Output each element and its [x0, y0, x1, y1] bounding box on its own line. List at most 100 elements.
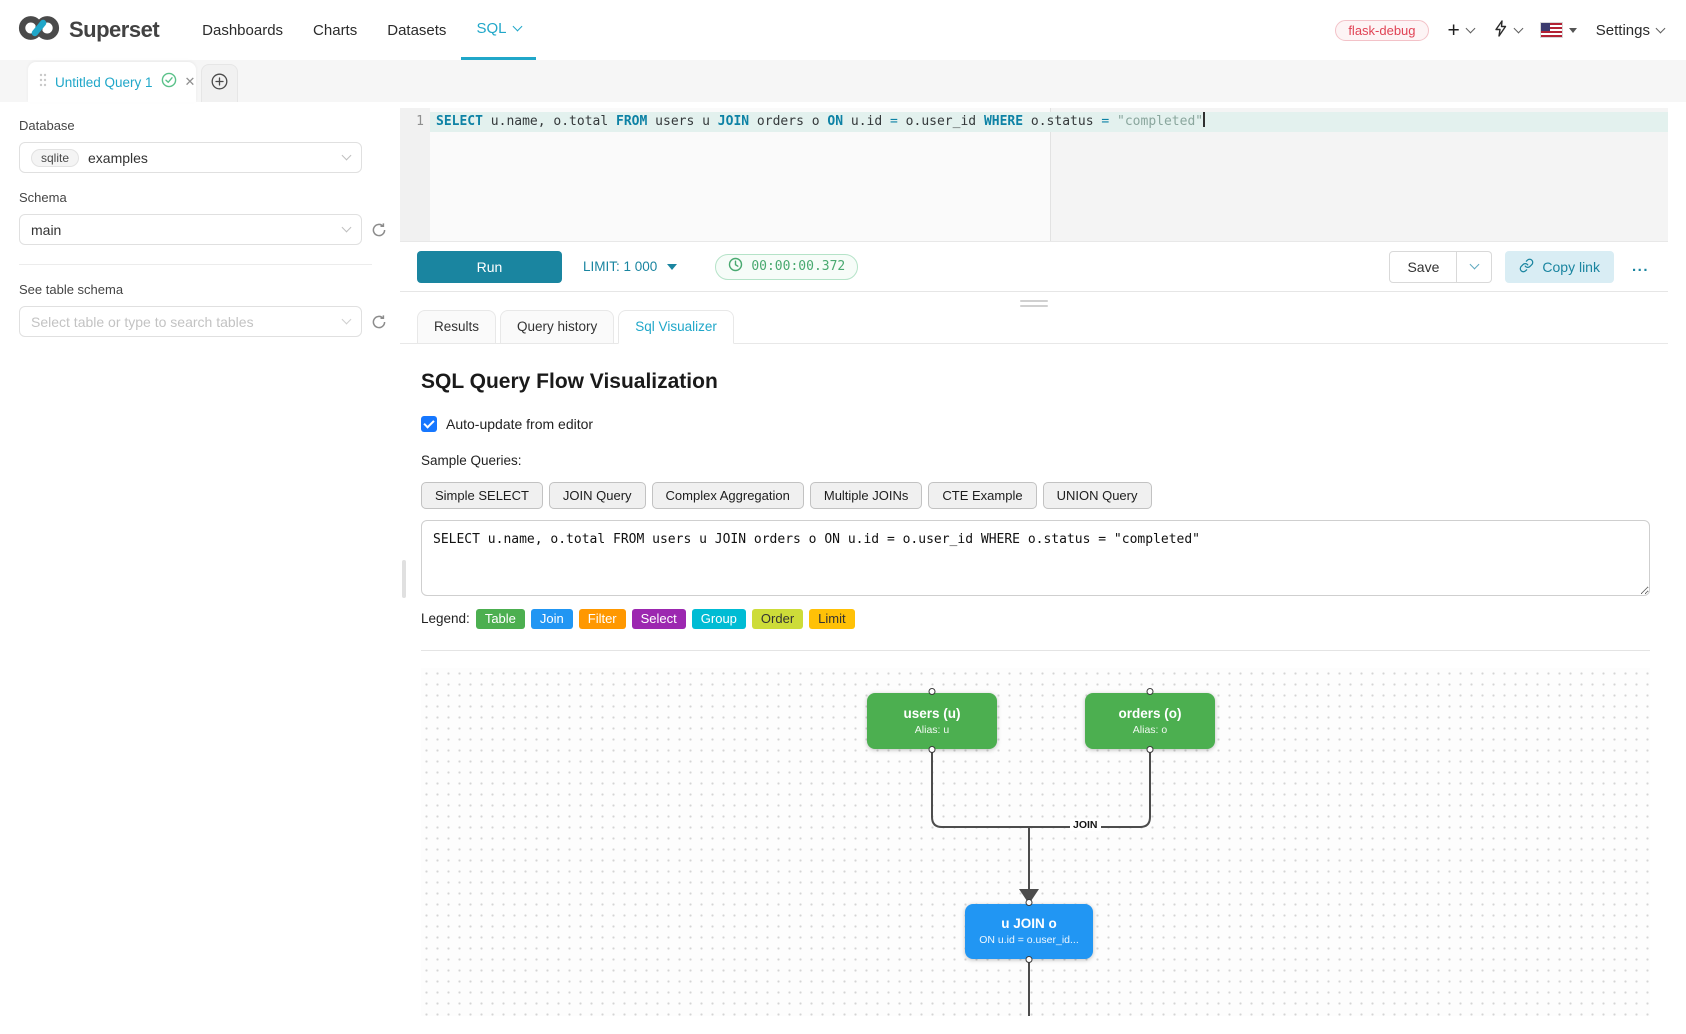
- chevron-down-icon: [341, 314, 352, 325]
- language-picker[interactable]: [1539, 22, 1577, 38]
- tab-results[interactable]: Results: [417, 310, 497, 344]
- schema-select[interactable]: main: [19, 214, 362, 245]
- brand-title: Superset: [69, 17, 160, 42]
- node-handle[interactable]: [928, 746, 936, 753]
- sample-union-query-button[interactable]: UNION Query: [1042, 481, 1152, 509]
- limit-label: LIMIT:: [583, 259, 620, 274]
- refresh-schemas-button[interactable]: [371, 222, 387, 238]
- superset-infinity-icon: [18, 13, 60, 48]
- chevron-down-icon: [341, 150, 352, 161]
- superset-logo[interactable]: Superset: [18, 0, 160, 60]
- nav-sql[interactable]: SQL: [461, 0, 537, 60]
- refresh-tables-button[interactable]: [371, 314, 387, 330]
- sample-cte-example-button[interactable]: CTE Example: [928, 481, 1037, 509]
- edge-label-join: JOIN: [1070, 818, 1101, 831]
- sql-token: o.user_id: [897, 114, 984, 129]
- save-button[interactable]: Save: [1389, 250, 1458, 283]
- tab-drag-handle-icon: [39, 73, 47, 92]
- database-select[interactable]: sqlite examples: [19, 142, 362, 173]
- tab-sql-visualizer[interactable]: Sql Visualizer: [618, 310, 734, 344]
- table-select[interactable]: Select table or type to search tables: [19, 306, 362, 337]
- plus-icon: +: [1447, 18, 1460, 42]
- limit-dropdown[interactable]: LIMIT: 1 000: [583, 259, 678, 274]
- copy-link-button[interactable]: Copy link: [1505, 250, 1614, 283]
- us-flag-icon: [1539, 22, 1563, 38]
- sql-token: u.id: [843, 114, 891, 129]
- sample-query-buttons: Simple SELECT JOIN Query Complex Aggrega…: [421, 481, 1650, 509]
- settings-menu[interactable]: Settings: [1596, 22, 1666, 39]
- sql-token: SELECT: [436, 114, 483, 129]
- results-tabs: Results Query history Sql Visualizer: [400, 310, 1668, 344]
- flow-node-orders[interactable]: orders (o) Alias: o: [1085, 688, 1215, 753]
- node-title: users (u): [903, 705, 961, 721]
- main-menu: Dashboards Charts Datasets SQL: [187, 0, 537, 60]
- navbar-left: Superset Dashboards Charts Datasets SQL: [18, 0, 537, 60]
- pane-drag-handle[interactable]: [1020, 300, 1048, 307]
- toolbar-right: Save Copy link ...: [1389, 250, 1654, 283]
- legend-limit-badge: Limit: [809, 608, 855, 629]
- close-tab-icon[interactable]: ✕: [184, 74, 196, 89]
- query-input[interactable]: SELECT u.name, o.total FROM users u JOIN…: [421, 519, 1650, 596]
- table-schema-label: See table schema: [19, 282, 124, 297]
- legend-group-badge: Group: [691, 608, 746, 629]
- flow-node-users[interactable]: users (u) Alias: u: [867, 688, 997, 753]
- editor-line-gutter: 1: [400, 108, 430, 241]
- environment-badge: flask-debug: [1335, 19, 1429, 41]
- tab-untitled-query[interactable]: Untitled Query 1 ✕: [28, 62, 196, 102]
- lightning-icon: [1493, 19, 1508, 41]
- node-handle[interactable]: [1146, 688, 1154, 695]
- sql-token: JOIN: [717, 114, 750, 129]
- node-handle[interactable]: [1025, 956, 1033, 963]
- sql-code-editor[interactable]: 1 SELECT u.name, o.total FROM users u JO…: [400, 108, 1668, 242]
- node-handle[interactable]: [1025, 899, 1033, 906]
- sql-visualizer-content: SQL Query Flow Visualization Auto-update…: [400, 370, 1668, 1016]
- new-tab-button[interactable]: [201, 64, 238, 102]
- schema-select-value: main: [31, 221, 62, 238]
- legend-filter-badge: Filter: [578, 608, 626, 629]
- node-subtitle: Alias: u: [914, 723, 950, 736]
- sample-queries-label: Sample Queries:: [421, 453, 522, 468]
- node-handle[interactable]: [928, 688, 936, 695]
- auto-update-label: Auto-update from editor: [446, 416, 594, 432]
- node-handle[interactable]: [1146, 746, 1154, 753]
- sample-join-query-button[interactable]: JOIN Query: [548, 481, 646, 509]
- chevron-down-icon: [513, 21, 523, 32]
- nav-charts[interactable]: Charts: [313, 21, 358, 39]
- run-button[interactable]: Run: [417, 250, 562, 283]
- sample-multiple-joins-button[interactable]: Multiple JOINs: [809, 481, 923, 509]
- caret-down-icon: [667, 263, 678, 270]
- chevron-down-icon: [1655, 23, 1666, 33]
- chevron-down-icon: [341, 222, 352, 233]
- more-actions-button[interactable]: ...: [1631, 258, 1649, 275]
- table-select-placeholder: Select table or type to search tables: [31, 313, 254, 330]
- chevron-down-icon: [1469, 259, 1480, 270]
- sidebar-resize-grip[interactable]: [402, 560, 406, 598]
- save-dropdown-button[interactable]: [1457, 250, 1493, 283]
- auto-update-checkbox[interactable]: [421, 416, 437, 432]
- content-divider: [421, 649, 1650, 651]
- legend-select-badge: Select: [631, 608, 686, 629]
- plus-circle-icon: [211, 73, 228, 95]
- tab-query-history[interactable]: Query history: [500, 310, 615, 344]
- flow-node-join[interactable]: u JOIN o ON u.id = o.user_id...: [965, 899, 1093, 963]
- nav-dashboards[interactable]: Dashboards: [202, 21, 284, 39]
- query-tab-bar: Untitled Query 1 ✕: [0, 60, 1686, 102]
- nav-sql-label: SQL: [476, 20, 507, 37]
- sql-lab-shortcut-menu[interactable]: [1493, 19, 1524, 41]
- legend-label: Legend:: [421, 611, 470, 626]
- sample-complex-aggregation-button[interactable]: Complex Aggregation: [651, 481, 804, 509]
- saved-check-icon: [161, 72, 177, 93]
- schema-label: Schema: [19, 190, 67, 205]
- print-margin-line: [1050, 108, 1051, 241]
- editor-toolbar: Run LIMIT: 1 000 00:00:00.372 Save Copy …: [400, 242, 1668, 292]
- navbar: Superset Dashboards Charts Datasets SQL …: [0, 0, 1686, 60]
- flow-canvas[interactable]: users (u) Alias: u orders (o) Alias: o u…: [421, 667, 1650, 1016]
- sample-simple-select-button[interactable]: Simple SELECT: [421, 481, 543, 509]
- sql-token: =: [1101, 114, 1110, 129]
- nav-datasets[interactable]: Datasets: [387, 21, 447, 39]
- new-item-menu[interactable]: +: [1447, 18, 1476, 42]
- sql-token: [1109, 114, 1117, 129]
- editor-code-area[interactable]: SELECT u.name, o.total FROM users u JOIN…: [430, 108, 1668, 241]
- sql-token: o.status: [1023, 114, 1102, 129]
- flow-edges: [931, 748, 1151, 1016]
